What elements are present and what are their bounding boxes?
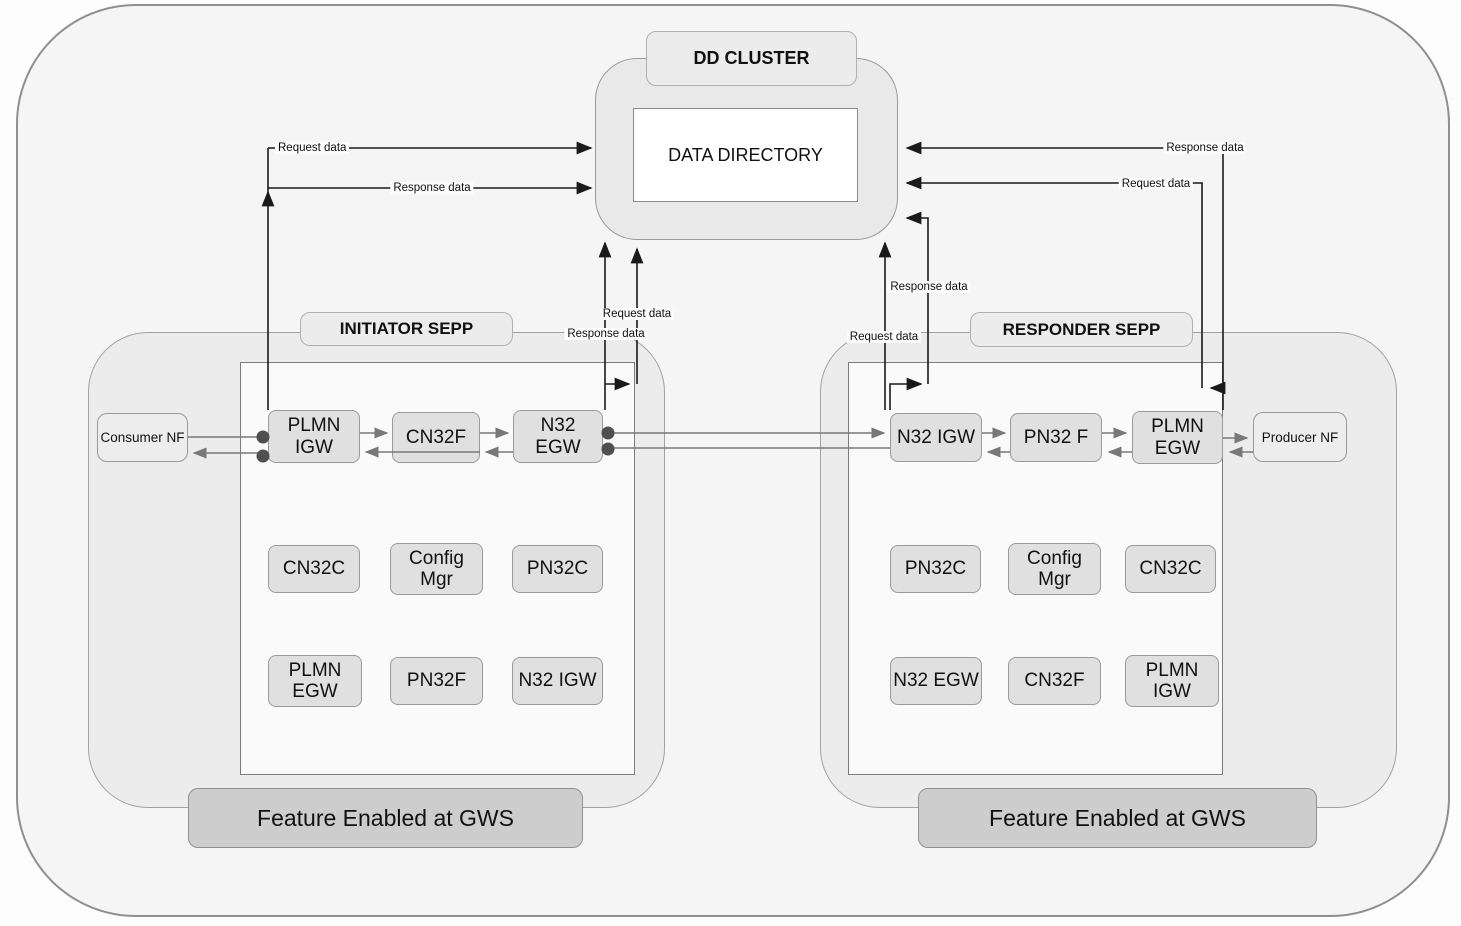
initiator-sepp-title: INITIATOR SEPP: [300, 312, 513, 346]
label-request-responder-outer: Request data: [1118, 178, 1194, 190]
initiator-feature-bar: Feature Enabled at GWS: [188, 788, 583, 848]
node-initiator-n32-igw: N32 IGW: [512, 657, 603, 705]
node-initiator-plmn-igw: PLMN IGW: [268, 410, 360, 463]
node-initiator-plmn-egw: PLMN EGW: [268, 655, 362, 707]
node-responder-pn32f: PN32 F: [1010, 413, 1102, 462]
node-responder-cn32c: CN32C: [1125, 545, 1216, 593]
consumer-nf-node: Consumer NF: [97, 413, 188, 462]
producer-nf-node: Producer NF: [1253, 412, 1347, 462]
node-initiator-pn32c: PN32C: [512, 545, 603, 593]
node-responder-n32-egw: N32 EGW: [890, 657, 982, 705]
node-responder-plmn-igw: PLMN IGW: [1125, 655, 1219, 707]
node-responder-cn32f: CN32F: [1008, 657, 1101, 705]
node-initiator-cn32c: CN32C: [268, 545, 360, 593]
label-response-responder-outer: Response data: [1163, 142, 1247, 154]
node-initiator-pn32f: PN32F: [390, 657, 483, 705]
responder-feature-bar: Feature Enabled at GWS: [918, 788, 1317, 848]
dd-cluster-title: DD CLUSTER: [646, 31, 857, 86]
node-initiator-n32-egw: N32 EGW: [513, 410, 603, 463]
label-response-initiator-inner: Response data: [564, 328, 648, 340]
label-request-initiator-outer: Request data: [275, 142, 350, 154]
node-initiator-cn32f: CN32F: [392, 412, 480, 463]
data-directory-box: DATA DIRECTORY: [633, 108, 858, 202]
label-response-responder-inner: Response data: [887, 281, 971, 293]
label-response-initiator-outer: Response data: [390, 182, 474, 194]
label-request-responder-inner: Request data: [846, 331, 922, 343]
node-responder-plmn-egw: PLMN EGW: [1132, 411, 1223, 464]
label-request-initiator-inner: Request data: [599, 308, 675, 320]
node-responder-config-mgr: Config Mgr: [1008, 543, 1101, 595]
node-initiator-config-mgr: Config Mgr: [390, 543, 483, 595]
node-responder-pn32c: PN32C: [890, 545, 981, 593]
responder-sepp-title: RESPONDER SEPP: [970, 312, 1193, 347]
node-responder-n32-igw: N32 IGW: [890, 413, 982, 462]
